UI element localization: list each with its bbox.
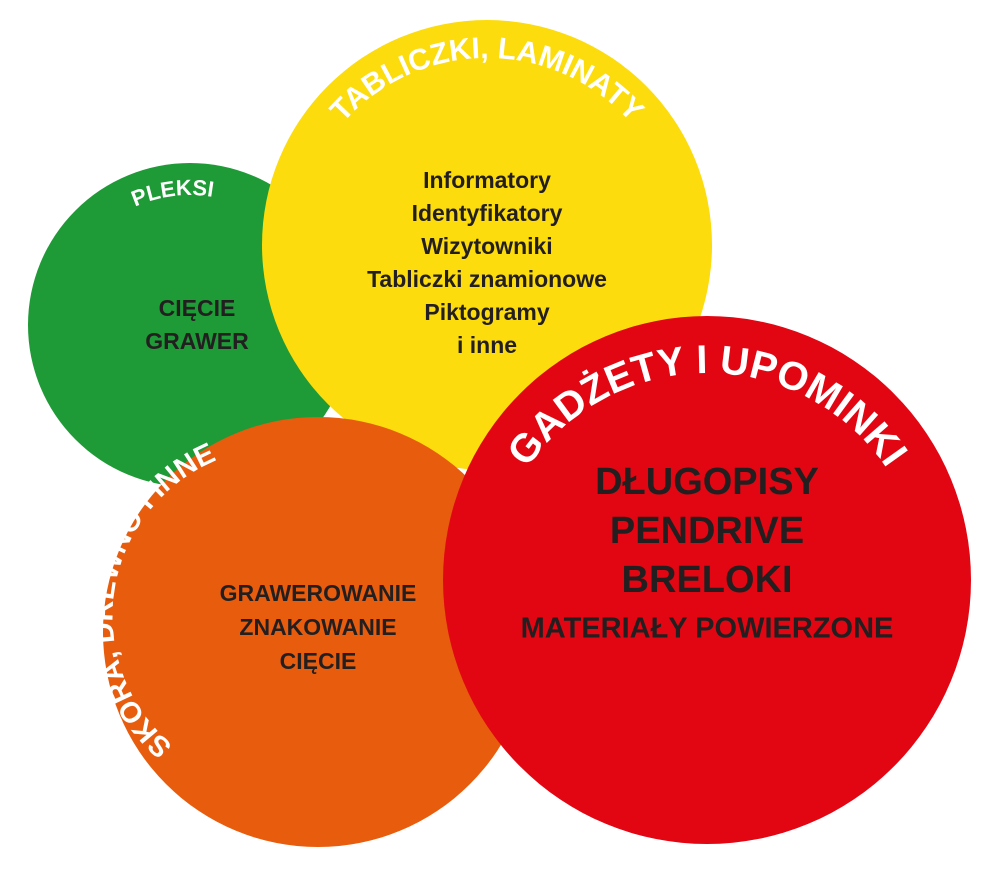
- skora-item: ZNAKOWANIE: [239, 614, 396, 640]
- tabliczki-item: i inne: [457, 332, 517, 358]
- orange-circle: [103, 417, 533, 847]
- tabliczki-item: Wizytowniki: [421, 233, 552, 259]
- tabliczki-item: Piktogramy: [424, 299, 549, 325]
- gadzety-item: DŁUGOPISY: [595, 461, 819, 503]
- pleksi-item: GRAWER: [145, 328, 249, 354]
- skora-item: GRAWEROWANIE: [220, 580, 417, 606]
- tabliczki-item: Informatory: [423, 167, 551, 193]
- pleksi-item: CIĘCIE: [159, 295, 236, 321]
- tabliczki-item: Identyfikatory: [412, 200, 563, 226]
- gadzety-item: BRELOKI: [622, 559, 793, 601]
- gadzety-item: MATERIAŁY POWIERZONE: [521, 613, 894, 645]
- circle-gadzety: [443, 316, 971, 844]
- gadzety-item: PENDRIVE: [610, 510, 804, 552]
- circle-skora: [103, 417, 533, 847]
- skora-item: CIĘCIE: [280, 648, 357, 674]
- red-circle: [443, 316, 971, 844]
- tabliczki-item: Tabliczki znamionowe: [367, 266, 607, 292]
